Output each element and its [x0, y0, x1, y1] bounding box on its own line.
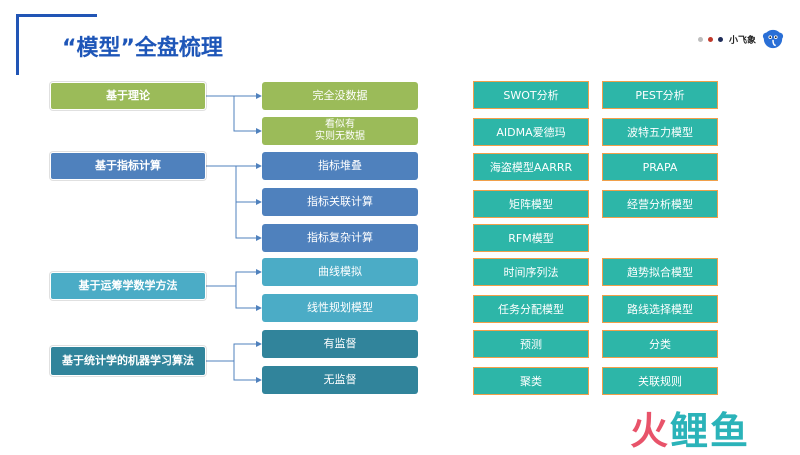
model-clustering: 聚类 [473, 367, 589, 395]
method-apparent-data: 看似有 实则无数据 [262, 117, 418, 145]
model-aarrr: 海盗模型AARRR [473, 153, 589, 181]
model-porter-five-forces: 波特五力模型 [602, 118, 718, 146]
watermark-logo: 火鲤鱼 [630, 400, 750, 455]
page-title: “模型”全盘梳理 [62, 36, 223, 61]
category-theory: 基于理论 [50, 82, 206, 110]
model-association-rules: 关联规则 [602, 367, 718, 395]
model-trend-fitting: 趋势拟合模型 [602, 258, 718, 286]
method-metric-complex: 指标复杂计算 [262, 224, 418, 252]
method-curve-simulation: 曲线模拟 [262, 258, 418, 286]
brand-dots [697, 36, 723, 42]
category-statistical-ml: 基于统计学的机器学习算法 [50, 346, 206, 376]
model-business-analysis: 经营分析模型 [602, 190, 718, 218]
model-pest: PEST分析 [602, 81, 718, 109]
method-no-data: 完全没数据 [262, 82, 418, 110]
method-metric-stack: 指标堆叠 [262, 152, 418, 180]
brand-dot [707, 36, 713, 42]
brand-dot [717, 36, 723, 42]
category-metric-calc: 基于指标计算 [50, 152, 206, 180]
watermark-part1: 火 [630, 409, 671, 453]
brand-name: 小飞象 [728, 35, 756, 46]
model-prapa: PRAPA [602, 153, 718, 181]
model-time-series: 时间序列法 [473, 258, 589, 286]
brand-logo: 小飞象 [697, 28, 784, 50]
method-supervised: 有监督 [262, 330, 418, 358]
elephant-mascot-icon [762, 29, 784, 49]
method-metric-association: 指标关联计算 [262, 188, 418, 216]
model-rfm: RFM模型 [473, 224, 589, 252]
brand-dot [697, 36, 703, 42]
method-linear-programming: 线性规划模型 [262, 294, 418, 322]
model-aidma: AIDMA爱德玛 [473, 118, 589, 146]
model-swot: SWOT分析 [473, 81, 589, 109]
model-prediction: 预测 [473, 330, 589, 358]
title-corner-bracket [16, 14, 97, 75]
method-unsupervised: 无监督 [262, 366, 418, 394]
category-operations-research: 基于运筹学数学方法 [50, 272, 206, 300]
model-classification: 分类 [602, 330, 718, 358]
model-task-assignment: 任务分配模型 [473, 295, 589, 323]
watermark-part2: 鲤鱼 [670, 409, 751, 453]
model-matrix: 矩阵模型 [473, 190, 589, 218]
model-route-selection: 路线选择模型 [602, 295, 718, 323]
